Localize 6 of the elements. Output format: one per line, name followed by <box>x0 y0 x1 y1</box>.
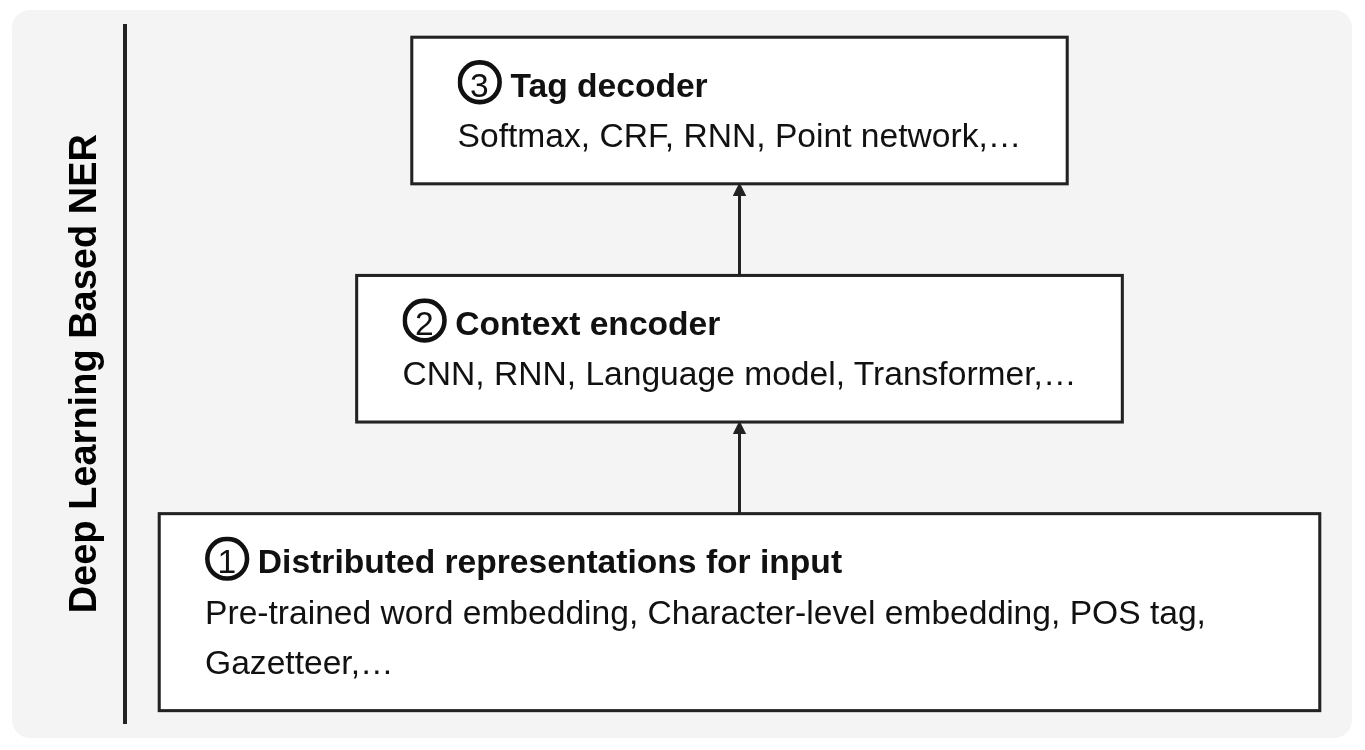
node-box <box>410 35 1069 186</box>
diagram-title: Deep Learning Based NER <box>62 134 105 614</box>
panel-background: Deep Learning Based NER 3 Tag decoder Softmax, CRF, RNN, Point network,… 2 Context encoder CNN, RNN, Language model, Transformer,… 1 Distributed representations for input Pre-trained word embedding, Character-level embedding, POS tag, Gazetteer,… <box>12 10 1352 738</box>
arrow <box>732 183 747 276</box>
node-box <box>157 512 1322 713</box>
node-box <box>355 273 1124 424</box>
